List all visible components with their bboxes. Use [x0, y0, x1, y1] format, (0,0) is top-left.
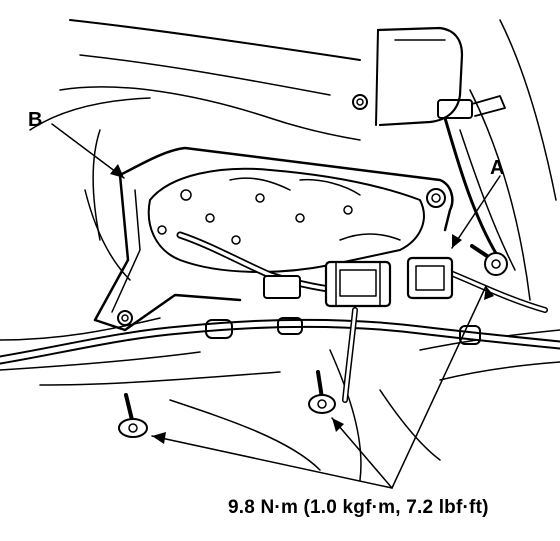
torque-spec-label: 9.8 N·m (1.0 kgf·m, 7.2 lbf·ft) [228, 497, 489, 518]
connector-small [263, 275, 301, 299]
body-panel-outlines [0, 19, 560, 481]
upper-bracket [352, 26, 516, 271]
connector-a [406, 256, 454, 300]
bolt-right [470, 244, 508, 276]
callout-label-b: B [28, 109, 43, 131]
wire-harness [0, 231, 560, 403]
module-body [147, 167, 425, 273]
leader-lines [51, 123, 501, 489]
callout-label-a: A [490, 157, 505, 179]
bolt-middle [308, 370, 336, 414]
bolt-left [118, 393, 148, 438]
connector-left [324, 260, 392, 308]
bracket-b [93, 146, 454, 332]
arrowheads [110, 164, 494, 444]
